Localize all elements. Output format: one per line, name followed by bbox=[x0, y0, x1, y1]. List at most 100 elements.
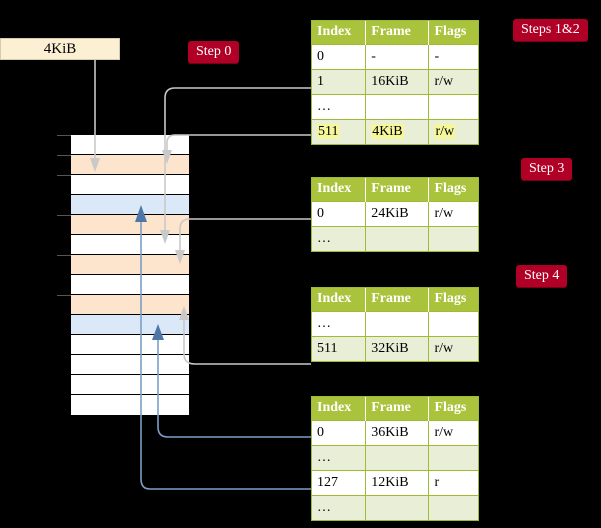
table-cell-flags: r/w bbox=[428, 420, 478, 446]
table-cell-frame: 4KiB bbox=[365, 119, 430, 144]
table-cell-index: 0 bbox=[312, 44, 367, 70]
memory-row-tick bbox=[57, 135, 71, 136]
column-header-frame: Frame bbox=[365, 288, 430, 312]
memory-frame-row bbox=[71, 195, 189, 215]
step-3-label: Step 3 bbox=[529, 161, 565, 176]
table-cell-flags: - bbox=[428, 44, 478, 70]
step-0-badge: Step 0 bbox=[188, 41, 240, 63]
table-cell-frame: 24KiB bbox=[365, 201, 430, 227]
source-frame-box: 4KiB bbox=[0, 38, 120, 60]
memory-row-tick bbox=[57, 255, 71, 256]
memory-frame-row bbox=[71, 295, 189, 315]
column-header-flags: Flags bbox=[428, 178, 478, 202]
physical-memory-grid bbox=[57, 134, 190, 415]
table-cell-flags: r/w bbox=[428, 201, 478, 227]
highlighted-value: r/w bbox=[434, 124, 456, 139]
table-cell-flags: r/w bbox=[428, 69, 478, 95]
column-header-index: Index bbox=[312, 178, 367, 202]
table-cell-index: 1 bbox=[312, 69, 367, 95]
table-cell-index: 0 bbox=[312, 201, 367, 227]
table-cell-flags bbox=[428, 495, 478, 520]
memory-row-tick bbox=[57, 295, 71, 296]
memory-frame-row bbox=[71, 215, 189, 235]
source-frame-label: 4KiB bbox=[43, 41, 77, 57]
table-cell-index: 0 bbox=[312, 420, 367, 446]
step-0-label: Step 0 bbox=[196, 44, 232, 59]
memory-frame-row bbox=[71, 375, 189, 395]
column-header-frame: Frame bbox=[365, 21, 430, 45]
column-header-index: Index bbox=[312, 397, 367, 421]
memory-row-tick bbox=[57, 215, 71, 216]
column-header-flags: Flags bbox=[428, 397, 478, 421]
highlighted-value: 511 bbox=[317, 124, 340, 139]
table-cell-flags: r bbox=[428, 470, 478, 496]
step-4-label: Step 4 bbox=[524, 268, 560, 283]
table-cell-index: 511 bbox=[312, 119, 367, 144]
table-cell-flags bbox=[428, 94, 478, 120]
steps-1-2-label: Steps 1&2 bbox=[521, 22, 580, 37]
table-cell-flags: r/w bbox=[428, 336, 478, 361]
table-cell-frame: 12KiB bbox=[365, 470, 430, 496]
table-cell-flags: r/w bbox=[428, 119, 478, 144]
memory-frame-row bbox=[71, 395, 189, 415]
step-3-badge: Step 3 bbox=[521, 158, 573, 180]
memory-frame-row bbox=[71, 235, 189, 255]
memory-frame-row bbox=[71, 255, 189, 275]
table-row: … bbox=[312, 226, 478, 251]
highlighted-value: 4KiB bbox=[371, 124, 404, 139]
table-row: … bbox=[312, 311, 478, 337]
table-cell-frame bbox=[365, 445, 430, 471]
table-cell-frame bbox=[365, 94, 430, 120]
table-cell-index: … bbox=[312, 445, 367, 471]
table-cell-flags bbox=[428, 226, 478, 251]
table-row: … bbox=[312, 495, 478, 520]
memory-row-tick bbox=[57, 175, 71, 176]
table-row: 0-- bbox=[312, 44, 478, 70]
memory-frame-row bbox=[71, 355, 189, 375]
step-4-badge: Step 4 bbox=[516, 265, 568, 287]
table-cell-index: … bbox=[312, 311, 367, 337]
table-cell-frame: - bbox=[365, 44, 430, 70]
table-cell-frame: 32KiB bbox=[365, 336, 430, 361]
table-cell-flags bbox=[428, 311, 478, 337]
table-row: … bbox=[312, 445, 478, 471]
table-cell-index: … bbox=[312, 495, 367, 520]
table-row: … bbox=[312, 94, 478, 120]
table-row: 511 4KiB r/w bbox=[312, 119, 478, 144]
table-cell-index: … bbox=[312, 94, 367, 120]
table-cell-index: 127 bbox=[312, 470, 367, 496]
memory-frame-row bbox=[71, 275, 189, 295]
memory-row-tick bbox=[57, 155, 71, 156]
table-cell-index: 511 bbox=[312, 336, 367, 361]
column-header-index: Index bbox=[312, 288, 367, 312]
column-header-index: Index bbox=[312, 21, 367, 45]
steps-1-2-badge: Steps 1&2 bbox=[513, 19, 588, 41]
memory-frame-row bbox=[71, 135, 189, 155]
table-cell-frame bbox=[365, 495, 430, 520]
column-header-flags: Flags bbox=[428, 288, 478, 312]
memory-frame-row bbox=[71, 175, 189, 195]
table-cell-frame: 36KiB bbox=[365, 420, 430, 446]
column-header-frame: Frame bbox=[365, 178, 430, 202]
table-cell-frame bbox=[365, 226, 430, 251]
table-cell-frame: 16KiB bbox=[365, 69, 430, 95]
table-cell-index: … bbox=[312, 226, 367, 251]
